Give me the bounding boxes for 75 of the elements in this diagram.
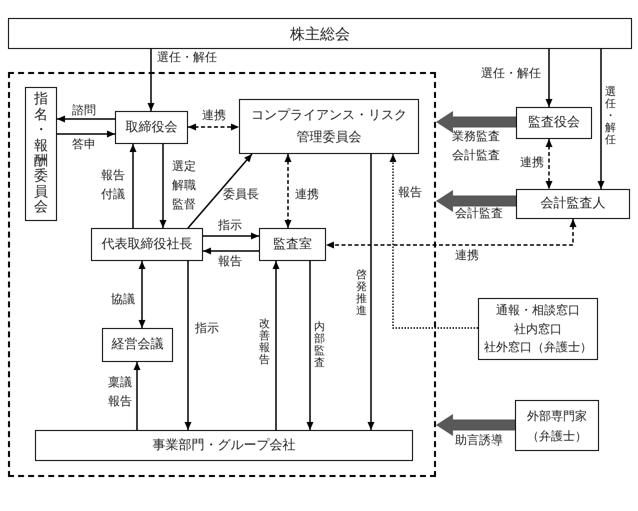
edge-label: 報告 xyxy=(218,254,242,268)
arrow xyxy=(57,130,115,138)
edge-label: 稟議報告 xyxy=(108,374,133,410)
arrow xyxy=(134,362,140,430)
org-box xyxy=(115,111,188,144)
dashed-double-arrow xyxy=(188,124,239,130)
edge-label: 諮問 xyxy=(72,103,96,117)
block-arrow xyxy=(436,414,515,436)
org-box xyxy=(91,228,203,261)
edge-label: 選定解職監督 xyxy=(172,158,197,213)
org-box xyxy=(516,189,630,219)
arrow xyxy=(184,261,192,430)
arrow xyxy=(203,232,259,240)
dashed-double-arrow xyxy=(326,219,576,248)
box-label: 社内窓口 xyxy=(514,320,562,338)
arrow xyxy=(203,248,259,254)
box-label: 指名・報酬委員会 xyxy=(34,92,48,216)
box-label: 監査室 xyxy=(273,236,312,252)
edge-label: 内部監査 xyxy=(314,321,325,370)
box-label: コンプライアンス・リスク管理委員会 xyxy=(250,106,408,146)
box-label: 代表取締役社長 xyxy=(102,236,192,252)
edge-label: 指示 xyxy=(218,218,242,232)
org-box xyxy=(516,107,592,139)
box-label: 会計監査人 xyxy=(540,196,606,212)
edge-label: 選任・解任 xyxy=(157,50,217,64)
arrow xyxy=(306,261,314,430)
edge-label: 連携 xyxy=(455,248,479,262)
org-box xyxy=(239,99,419,154)
org-box xyxy=(102,328,173,362)
edge-label: 協議 xyxy=(111,292,135,306)
org-box xyxy=(35,430,413,461)
dashed-double-arrow xyxy=(284,154,292,228)
edge-label: 連携 xyxy=(202,108,226,122)
box-label: 監査役会 xyxy=(528,115,580,131)
arrow xyxy=(598,49,604,189)
edge-label: 業務監査会計監査 xyxy=(452,128,501,164)
edge-label: 答申 xyxy=(72,137,96,151)
dashed-double-arrow xyxy=(546,139,552,189)
box-label: 社外窓口（弁護士） xyxy=(484,339,592,356)
arrow xyxy=(546,49,552,107)
box-label: 株主総会 xyxy=(290,24,350,42)
arrow xyxy=(368,154,374,430)
block-arrow xyxy=(436,111,516,133)
edge-label: 連携 xyxy=(520,155,544,169)
arrow xyxy=(57,116,115,122)
edge-label: 報告付議 xyxy=(101,167,126,203)
arrow xyxy=(130,144,136,228)
edge-label: 連携 xyxy=(295,187,319,201)
edge-label: 啓発推進 xyxy=(356,269,367,318)
block-arrow xyxy=(436,190,516,212)
org-box xyxy=(8,18,632,49)
dotted-arrow xyxy=(390,154,478,329)
box-label: 取締役会 xyxy=(126,120,178,136)
box-label: 事業部門・グループ会社 xyxy=(152,438,296,454)
arrow xyxy=(160,144,166,228)
edge-label: 報告 xyxy=(398,185,422,199)
edge-label: 選任・解任 xyxy=(605,86,616,146)
edge-label: 委員長 xyxy=(223,187,259,201)
box-label: 経営会議 xyxy=(112,337,164,353)
edge-label: 助言誘導 xyxy=(455,433,503,447)
org-box xyxy=(25,87,57,221)
double-arrow xyxy=(138,261,146,328)
org-box xyxy=(478,298,598,360)
arrow xyxy=(148,49,154,111)
arrow xyxy=(187,154,253,228)
edge-label: 選任・解任 xyxy=(481,66,541,80)
edge-label: 会計監査 xyxy=(455,206,503,220)
box-label: 外部専門家（弁護士） xyxy=(526,408,588,444)
org-box xyxy=(259,228,326,261)
arrow xyxy=(272,261,280,430)
company-boundary xyxy=(8,72,436,477)
org-box xyxy=(515,400,599,451)
box-label: 通報・相談窓口 xyxy=(496,302,580,320)
edge-label: 指示 xyxy=(195,321,219,335)
edge-label: 改善報告 xyxy=(259,318,270,366)
